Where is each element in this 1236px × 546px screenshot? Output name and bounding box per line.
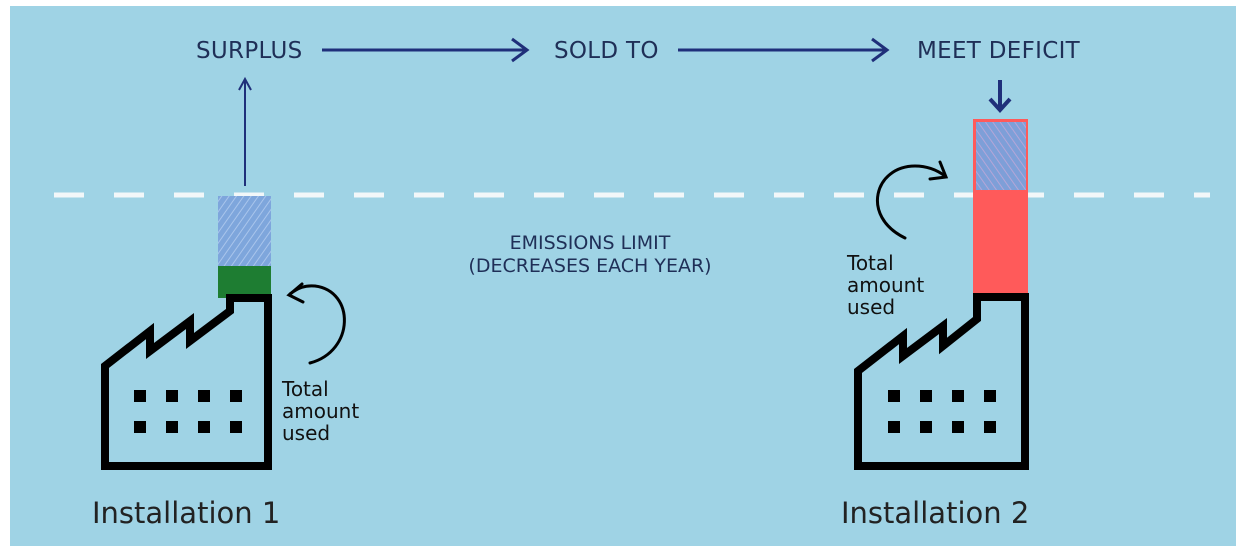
purchased-surplus-block-2	[976, 122, 1026, 190]
surplus-block-1	[218, 196, 271, 266]
installation-2-note: Total amount used	[847, 252, 924, 318]
surplus-label: SURPLUS	[196, 38, 303, 64]
curved-arrow-2-icon	[875, 160, 949, 240]
diagram-canvas: SURPLUS SOLD TO MEET DEFICIT EMISSIONS L…	[10, 6, 1236, 546]
installation-1-title: Installation 1	[92, 496, 281, 530]
arrow-down-to-deficit	[988, 80, 1012, 113]
factory-1-windows	[134, 390, 242, 433]
installation-1-note: Total amount used	[282, 378, 359, 444]
limit-line-2: (DECREASES EACH YEAR)	[468, 255, 712, 277]
note-1-line-1: Total	[282, 377, 329, 401]
note-2-line-2: amount	[847, 273, 925, 297]
sold-to-label: SOLD TO	[554, 38, 659, 64]
installation-2-title: Installation 2	[841, 496, 1030, 530]
meet-deficit-label: MEET DEFICIT	[917, 38, 1081, 64]
arrow-sold-to-deficit	[678, 37, 890, 63]
emissions-limit-caption: EMISSIONS LIMIT (DECREASES EACH YEAR)	[430, 232, 750, 278]
diagram-graphics	[54, 37, 1210, 470]
curved-arrow-1-icon	[286, 282, 346, 365]
factory-2-icon	[854, 293, 1029, 470]
note-2-line-1: Total	[847, 251, 894, 275]
note-1-line-3: used	[282, 421, 331, 445]
limit-line-1: EMISSIONS LIMIT	[509, 232, 671, 254]
note-2-line-3: used	[847, 295, 896, 319]
factory-1-icon	[101, 294, 272, 470]
used-block-1	[218, 266, 271, 298]
note-1-line-2: amount	[282, 399, 360, 423]
factory-2-windows	[888, 390, 996, 433]
arrow-up-to-surplus	[238, 76, 252, 186]
arrow-surplus-to-sold	[322, 37, 530, 63]
